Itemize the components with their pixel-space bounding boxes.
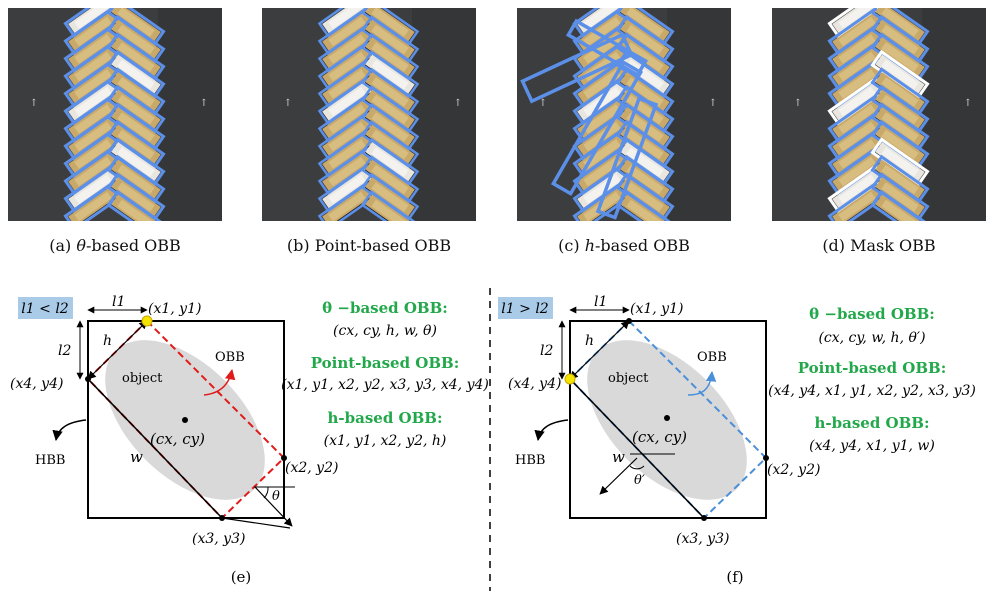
road-marking-icon: ↑: [284, 98, 292, 109]
p4-label-f: (x4, y4): [508, 376, 561, 392]
corner-4-e: [85, 376, 91, 382]
caption-c: (c) h-based OBB: [558, 236, 690, 255]
l2-label-e: l2: [58, 343, 71, 359]
l1-label-f: l1: [594, 294, 607, 310]
vehicle: [870, 102, 930, 152]
vehicle: [317, 8, 377, 56]
theta-formula-e: (cx, cy, h, w, θ): [333, 323, 437, 339]
diagram-f: l1 > l2 θ′ w l1 l2 h (x1, y1): [498, 294, 976, 586]
point-formula-f: (x4, y4, x1, y1, x2, y2, x3, y3): [768, 383, 976, 399]
corner-3-e: [219, 515, 225, 521]
w-label-f: w: [612, 448, 625, 466]
erroneous-box: [565, 18, 649, 78]
obb-label-e: OBB: [215, 350, 245, 365]
p3-label-f: (x3, y3): [676, 531, 729, 547]
theta-label-e: θ: [272, 489, 280, 504]
road-marking-icon: ↑: [709, 98, 717, 109]
road-marking-icon: ↑: [539, 98, 547, 109]
hbb-label-e: HBB: [35, 453, 65, 468]
vehicle: [106, 189, 166, 221]
erroneous-box: [595, 96, 659, 220]
corner-4-f: [564, 373, 576, 385]
vehicle: [827, 181, 887, 221]
theta-title-f: θ −based OBB:: [809, 305, 935, 323]
vehicle: [63, 24, 123, 74]
vehicle: [870, 67, 930, 117]
caption-d: (d) Mask OBB: [822, 236, 936, 255]
road-marking-icon: ↑: [200, 98, 208, 109]
vehicle: [360, 120, 420, 169]
corner-2-e: [281, 455, 287, 461]
h-title-f: h-based OBB:: [815, 414, 930, 432]
erroneous-box: [550, 59, 644, 197]
corner-3-f: [701, 515, 707, 521]
road-marking-icon: ↑: [454, 98, 462, 109]
caption-f: (f): [726, 568, 743, 586]
hbb-box-f: [569, 320, 767, 519]
photo-point-obb: ↑↑: [262, 8, 476, 221]
point-title-e: Point-based OBB:: [311, 354, 460, 372]
object-label-f: object: [608, 371, 649, 386]
h-formula-f: (x4, y4, x1, y1, w): [809, 438, 935, 454]
point-formula-e: (x1, y1, x2, y2, x3, y3, x4, y4): [281, 377, 489, 393]
h-label-e: h: [103, 333, 112, 349]
p4-label-e: (x4, y4): [10, 376, 63, 392]
corner-2-f: [763, 455, 769, 461]
center-point-f: [664, 415, 670, 421]
theta-title-e: θ −based OBB:: [322, 299, 448, 317]
p3-label-e: (x3, y3): [192, 531, 245, 547]
condition-e: l1 < l2: [21, 301, 68, 317]
w-edge-e: [87, 378, 223, 519]
vehicle: [360, 190, 420, 221]
object-label-e: object: [122, 371, 163, 386]
l2-label-f: l2: [540, 343, 553, 359]
theta-label-f: θ′: [634, 473, 645, 488]
condition-badge-f: [498, 297, 553, 319]
caption-e: (e): [231, 568, 252, 586]
point-title-f: Point-based OBB:: [798, 359, 947, 377]
center-point-e: [182, 417, 188, 423]
p1-label-f: (x1, y1): [630, 301, 683, 317]
road-marking-icon: ↑: [794, 98, 802, 109]
obb-label-f: OBB: [697, 350, 727, 365]
hbb-label-f: HBB: [515, 453, 545, 468]
vehicle: [870, 189, 930, 221]
h-title-e: h-based OBB:: [328, 409, 443, 427]
hbb-box-e: [87, 320, 285, 519]
erroneous-box: [520, 32, 634, 104]
diagram-e: l1 < l2 θ l1 l2 h w (x1, y: [10, 294, 489, 586]
h-label-f: h: [585, 333, 594, 349]
photo-theta-obb: ↑↑: [8, 8, 222, 221]
road-marking-icon: ↑: [964, 98, 972, 109]
vehicle: [106, 84, 166, 135]
h-formula-e: (x1, y1, x2, y2, h): [324, 433, 447, 449]
p2-label-e: (x2, y2): [285, 460, 338, 476]
l1-label-e: l1: [112, 294, 125, 310]
p1-label-e: (x1, y1): [148, 301, 201, 317]
photo-mask-obb: ↑↑: [772, 8, 986, 221]
corner-1-e: [141, 315, 153, 327]
center-label-f: (cx, cy): [632, 428, 687, 446]
p2-label-f: (x2, y2): [767, 462, 820, 478]
condition-f: l1 > l2: [501, 301, 548, 317]
w-label-e: w: [130, 448, 143, 466]
condition-badge-e: [18, 297, 73, 319]
w-edge-f: [569, 378, 705, 519]
photo-h-obb: ↑↑: [517, 8, 731, 221]
caption-a: (a) θ-based OBB: [49, 236, 181, 255]
caption-b: (b) Point-based OBB: [286, 236, 452, 255]
center-label-e: (cx, cy): [150, 430, 205, 448]
theta-formula-f: (cx, cy, w, h, θ′): [818, 330, 925, 346]
corner-1-f: [626, 318, 632, 324]
road-marking-icon: ↑: [30, 98, 38, 109]
